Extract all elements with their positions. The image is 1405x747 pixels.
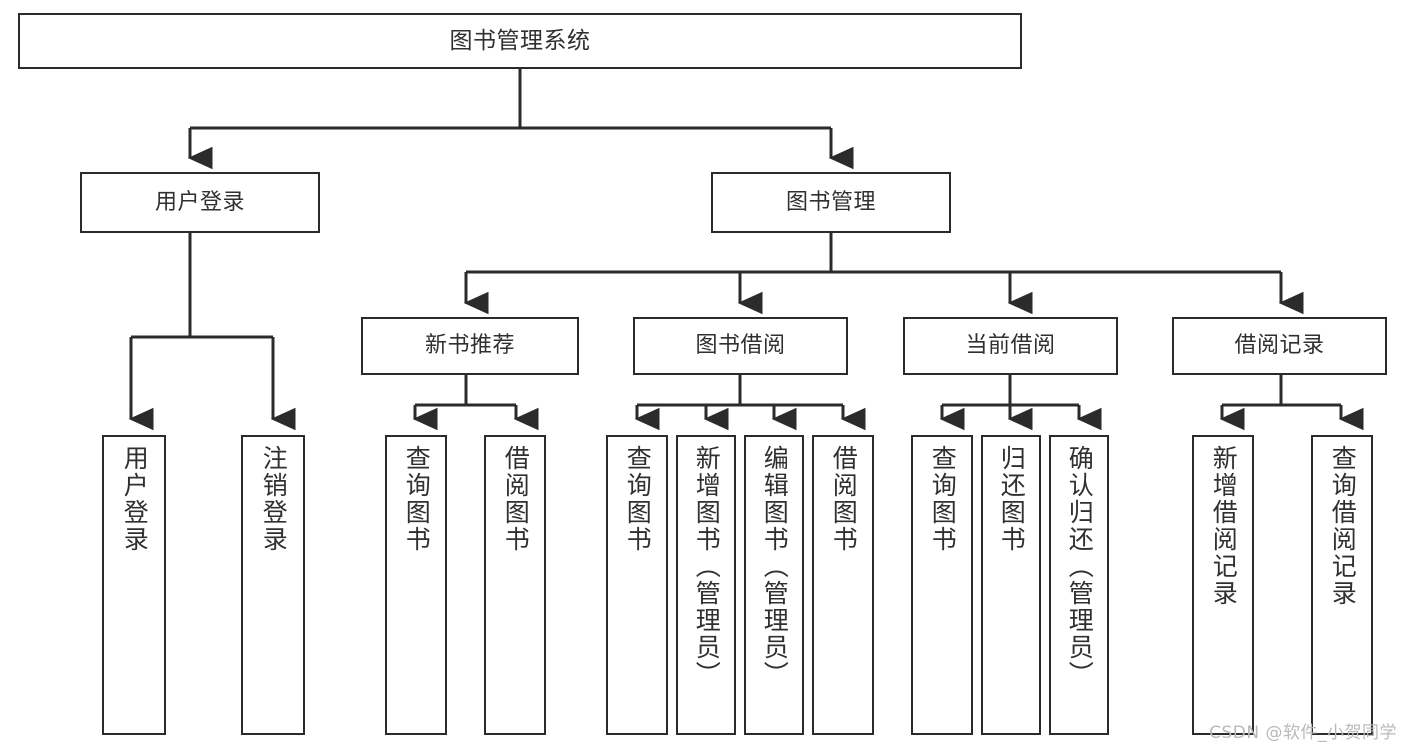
leaf-user-login-logout[interactable]: 注销登录: [241, 435, 305, 735]
leaf-book-borrow-query[interactable]: 查询图书: [606, 435, 668, 735]
node-root-system[interactable]: 图书管理系统: [18, 13, 1022, 69]
node-new-book-recommend[interactable]: 新书推荐: [361, 317, 579, 375]
leaf-new-book-query[interactable]: 查询图书: [385, 435, 447, 735]
node-book-management[interactable]: 图书管理: [711, 172, 951, 233]
node-borrow-record[interactable]: 借阅记录: [1172, 317, 1387, 375]
node-label: 查询图书: [402, 445, 432, 553]
leaf-book-borrow-add[interactable]: 新增图书（管理员）: [676, 435, 736, 735]
csdn-watermark: CSDN @软件_小贺同学: [1209, 723, 1397, 743]
leaf-book-borrow-borrow[interactable]: 借阅图书: [812, 435, 874, 735]
leaf-current-borrow-confirm-return[interactable]: 确认归还（管理员）: [1049, 435, 1109, 735]
node-label: 查询借阅记录: [1328, 445, 1358, 607]
node-label: 新增借阅记录: [1209, 445, 1239, 607]
leaf-current-borrow-return[interactable]: 归还图书: [981, 435, 1041, 735]
node-label: 图书管理: [785, 189, 876, 215]
node-label: 用户登录: [120, 445, 150, 553]
node-label: 借阅图书: [501, 445, 531, 553]
leaf-current-borrow-query[interactable]: 查询图书: [911, 435, 973, 735]
node-label: 图书管理系统: [449, 27, 591, 54]
node-label: 借阅记录: [1234, 333, 1325, 359]
node-label: 注销登录: [259, 445, 289, 553]
node-current-borrow[interactable]: 当前借阅: [903, 317, 1118, 375]
node-book-borrow[interactable]: 图书借阅: [633, 317, 848, 375]
node-label: 当前借阅: [965, 333, 1056, 359]
leaf-user-login-login[interactable]: 用户登录: [102, 435, 166, 735]
node-label: 新增图书（管理员）: [692, 445, 722, 688]
leaf-new-book-borrow[interactable]: 借阅图书: [484, 435, 546, 735]
leaf-borrow-record-query[interactable]: 查询借阅记录: [1311, 435, 1373, 735]
node-label: 查询图书: [928, 445, 958, 553]
node-label: 查询图书: [623, 445, 653, 553]
node-label: 借阅图书: [829, 445, 859, 553]
node-label: 图书借阅: [695, 333, 786, 359]
node-label: 新书推荐: [424, 333, 515, 359]
node-label: 用户登录: [154, 189, 245, 215]
leaf-book-borrow-edit[interactable]: 编辑图书（管理员）: [744, 435, 804, 735]
node-user-login[interactable]: 用户登录: [80, 172, 320, 233]
leaf-borrow-record-add[interactable]: 新增借阅记录: [1192, 435, 1254, 735]
node-label: 确认归还（管理员）: [1065, 445, 1095, 688]
node-label: 编辑图书（管理员）: [760, 445, 790, 688]
node-label: 归还图书: [997, 445, 1027, 553]
